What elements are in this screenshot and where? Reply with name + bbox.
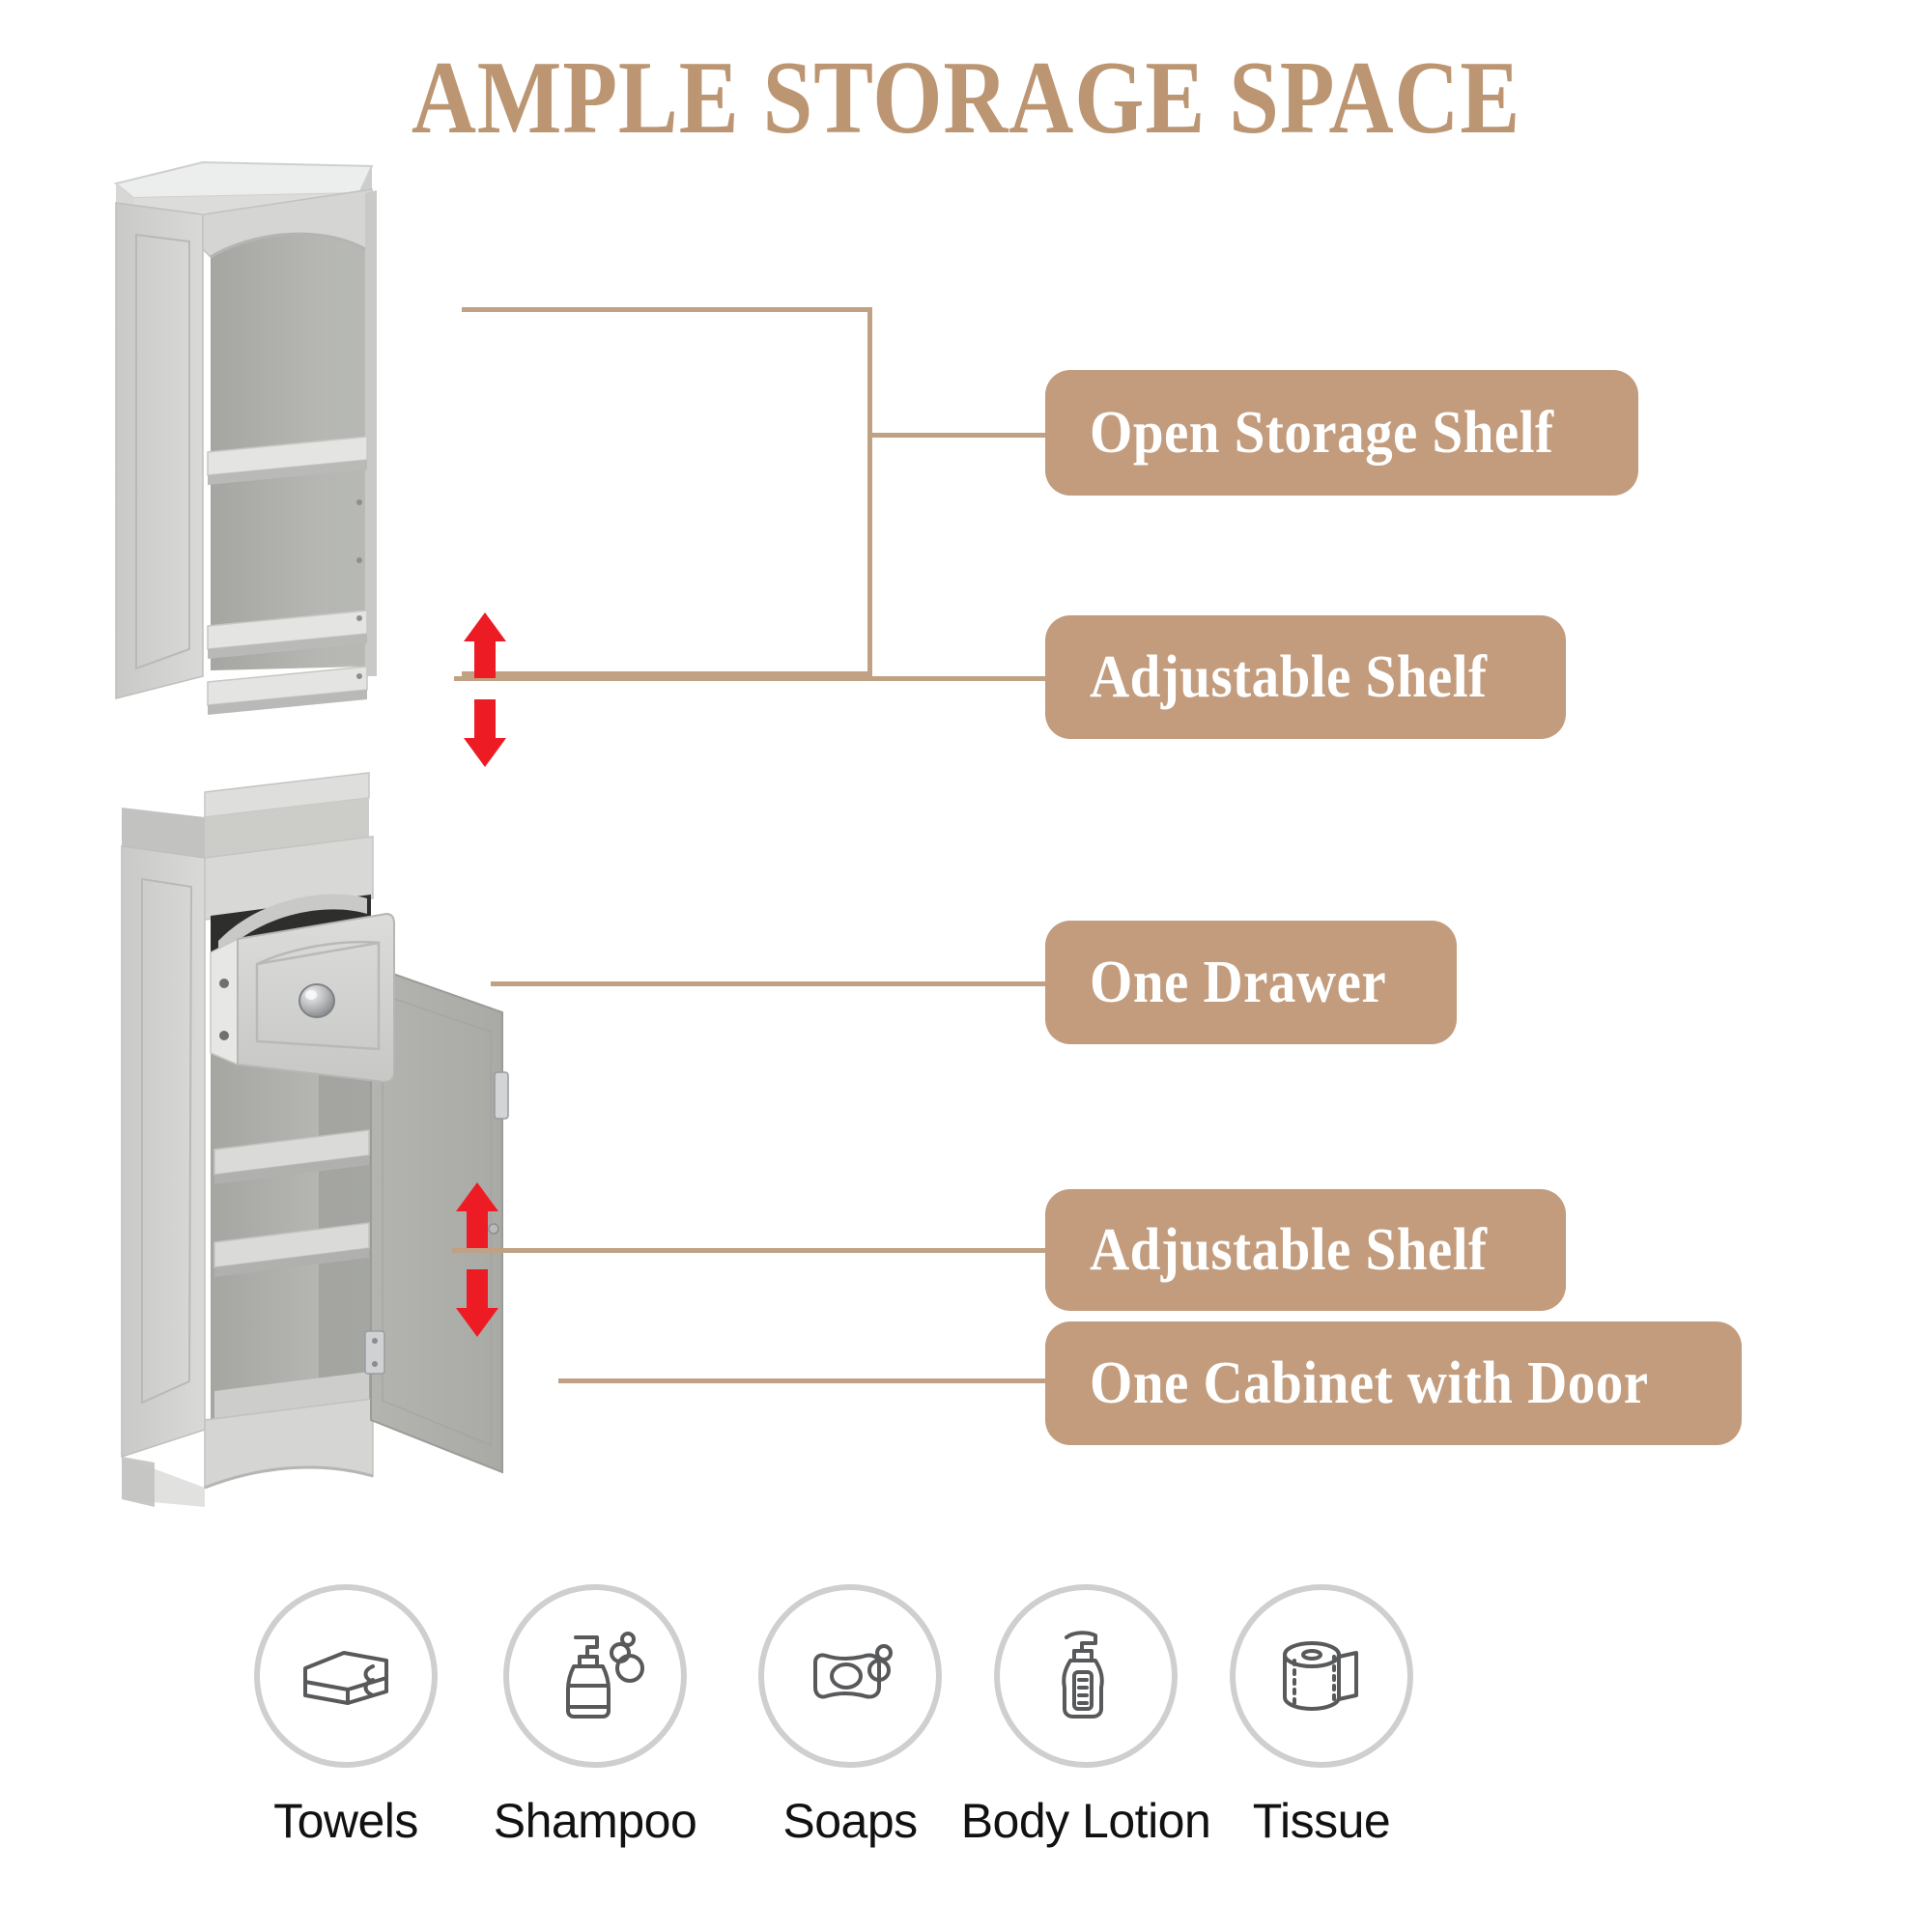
feature-tissue[interactable]: Tissue <box>1177 1584 1466 1849</box>
connector-adjustable-bottom <box>452 1248 1053 1253</box>
callout-one-drawer[interactable]: One Drawer <box>1045 921 1457 1044</box>
connector-cabinet-door <box>558 1378 1053 1383</box>
feature-circle <box>254 1584 438 1768</box>
callout-one-cabinet-with-door[interactable]: One Cabinet with Door <box>1045 1321 1742 1445</box>
feature-label: Soaps <box>782 1794 918 1848</box>
cabinet-drawing <box>113 160 509 1507</box>
callout-open-storage-shelf[interactable]: Open Storage Shelf <box>1045 370 1639 496</box>
feature-circle <box>1230 1584 1413 1768</box>
lotion-icon <box>1062 1631 1104 1719</box>
connector-open-shelf-bottom <box>462 671 871 676</box>
feature-towels[interactable]: Towels <box>201 1584 491 1849</box>
shampoo-icon <box>566 1632 644 1719</box>
feature-label: Body Lotion <box>960 1794 1211 1848</box>
callout-adjustable-shelf-top[interactable]: Adjustable Shelf <box>1045 615 1567 739</box>
callout-label: Adjustable Shelf <box>1090 643 1488 710</box>
soap-icon <box>813 1644 893 1699</box>
callout-adjustable-shelf-bottom[interactable]: Adjustable Shelf <box>1045 1189 1567 1311</box>
connector-open-shelf-stub <box>867 433 1053 438</box>
connector-one-drawer <box>491 981 1053 986</box>
connector-open-shelf-vertical <box>867 307 872 676</box>
feature-shampoo[interactable]: Shampoo <box>450 1584 740 1849</box>
feature-label: Tissue <box>1252 1794 1391 1848</box>
tissue-roll-icon <box>1283 1641 1358 1711</box>
callout-label: One Cabinet with Door <box>1090 1350 1649 1416</box>
feature-label: Towels <box>273 1794 418 1848</box>
feature-circle <box>503 1584 687 1768</box>
page-title: AMPLE STORAGE SPACE <box>411 41 1521 156</box>
feature-icon-row: Towels Shampoo <box>0 1584 1932 1932</box>
connector-adjustable-top <box>454 676 1053 681</box>
feature-body-lotion[interactable]: Body Lotion <box>941 1584 1231 1849</box>
feature-label: Shampoo <box>493 1794 697 1848</box>
callout-label: Adjustable Shelf <box>1090 1216 1488 1283</box>
connector-open-shelf-top <box>462 307 871 312</box>
callout-label: One Drawer <box>1090 949 1387 1015</box>
feature-soaps[interactable]: Soaps <box>705 1584 995 1849</box>
feature-circle <box>994 1584 1178 1768</box>
towels-icon <box>303 1651 388 1705</box>
product-illustration <box>0 0 696 1546</box>
feature-circle <box>758 1584 942 1768</box>
callout-label: Open Storage Shelf <box>1090 399 1554 466</box>
